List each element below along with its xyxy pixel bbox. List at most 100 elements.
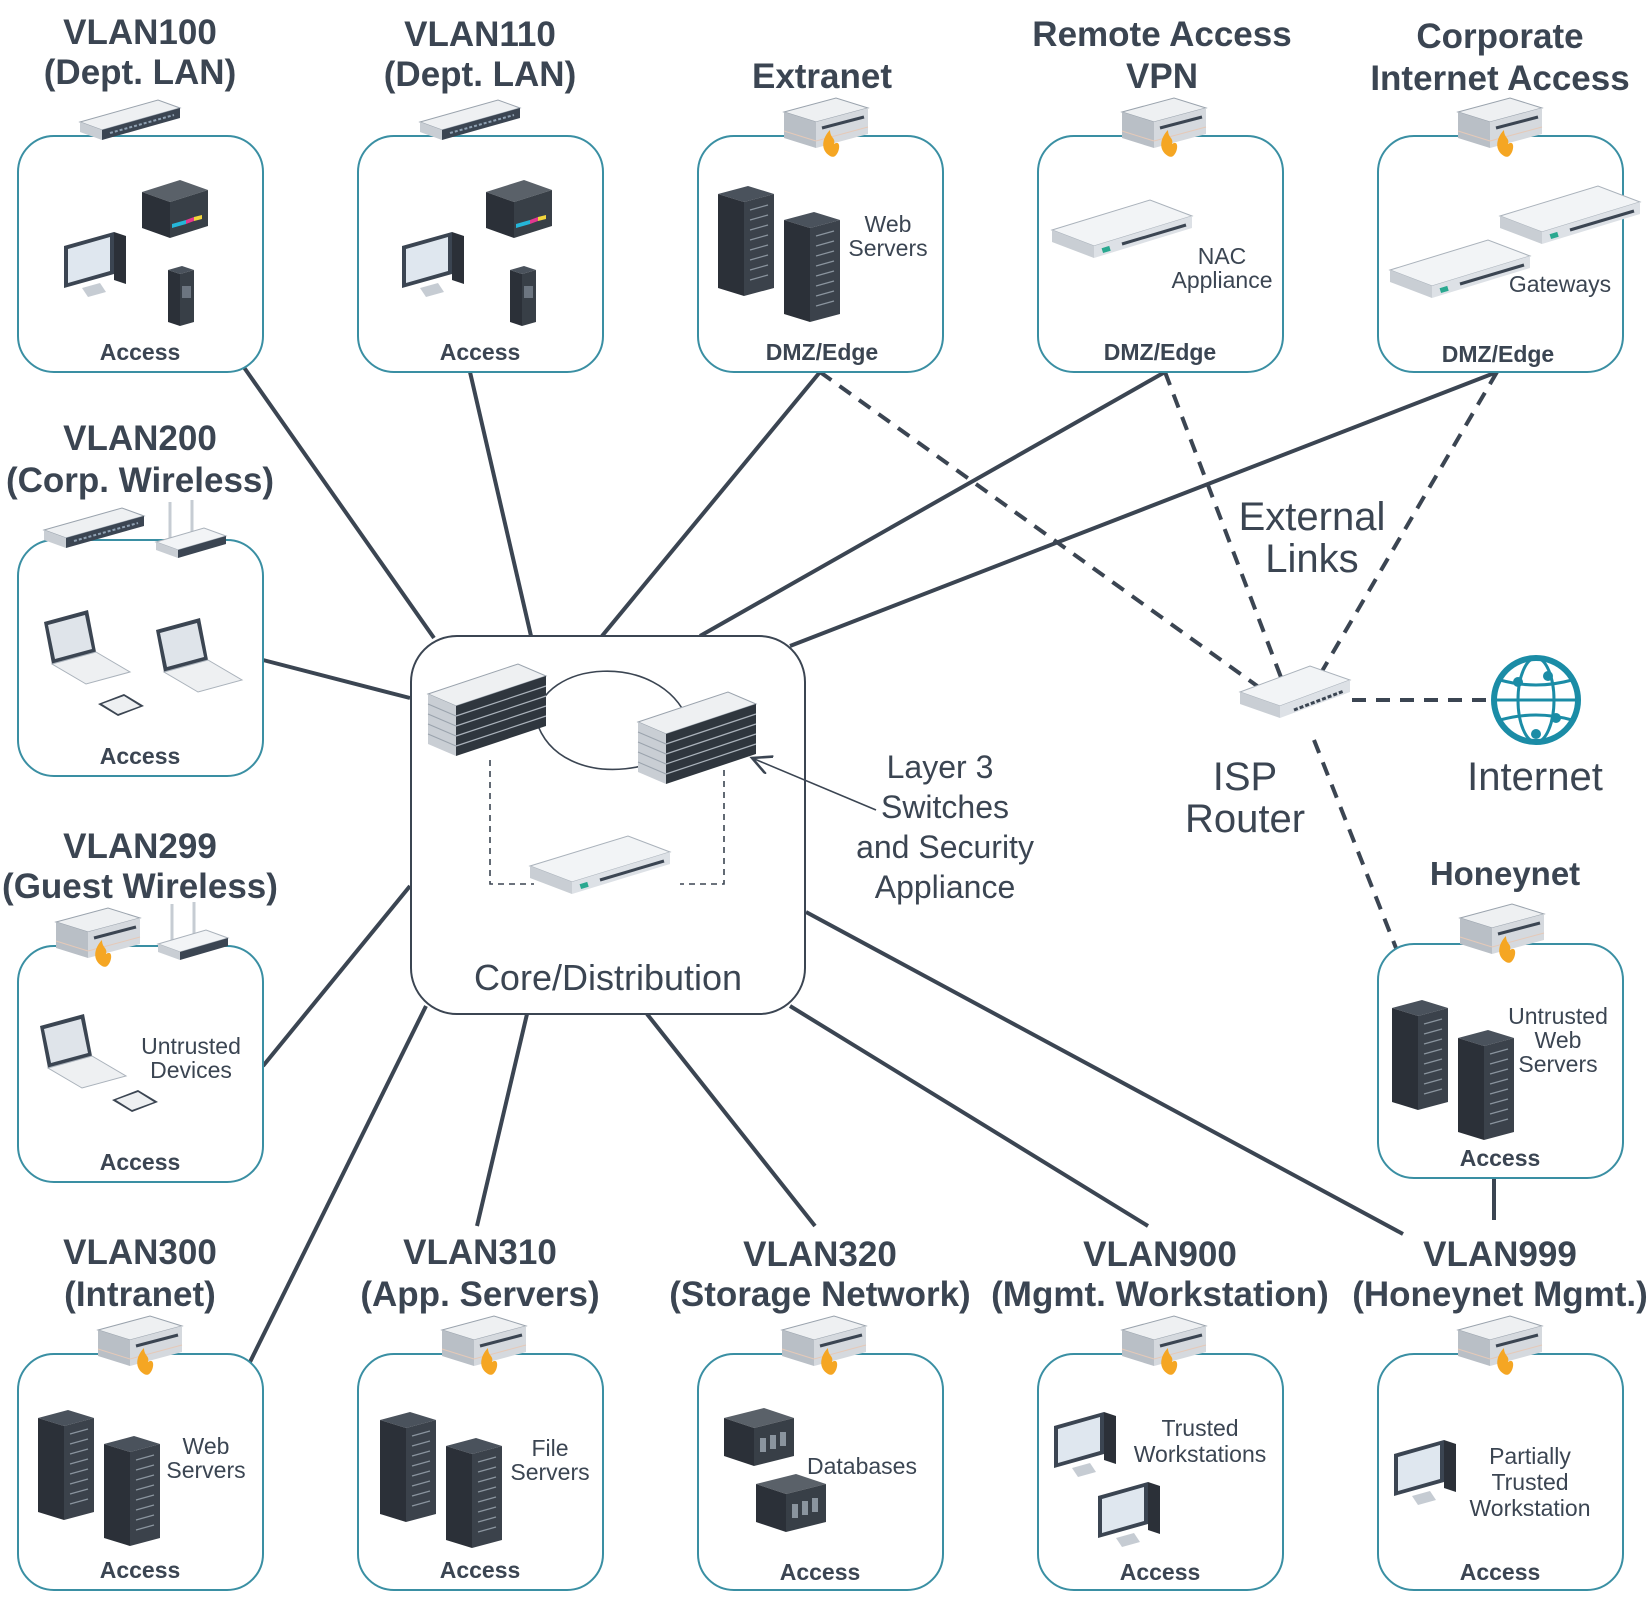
zone-vlan320: VLAN320 (Storage Network) Databases Acce…	[669, 1235, 971, 1591]
zone-corporate-internet-access: Corporate Internet Access Gateways DMZ/E…	[1370, 17, 1642, 373]
zone-title-line2: (Guest Wireless)	[2, 867, 278, 906]
zone-vlan100: VLAN100 (Dept. LAN) Access	[17, 13, 264, 373]
internet: Internet	[1467, 655, 1603, 799]
phone-icon	[510, 266, 536, 326]
zone-vlan299: VLAN299 (Guest Wireless) Untrusted Devic…	[2, 827, 278, 1183]
core-callout: Layer 3 Switches and Security Appliance	[752, 749, 1034, 905]
zone-desc: Databases	[807, 1453, 917, 1479]
zone-desc-line2: Appliance	[1171, 267, 1272, 293]
zone-desc-line1: Web	[183, 1433, 230, 1459]
callout-line1: Layer 3	[887, 749, 994, 785]
isp-router-line2: Router	[1185, 797, 1305, 841]
zone-vlan110: VLAN110 (Dept. LAN) Access	[357, 15, 604, 373]
server-icon	[1391, 999, 1449, 1111]
zone-desc-line1: Web	[865, 211, 912, 237]
zone-title-line2: (Intranet)	[64, 1275, 216, 1314]
solid-links	[241, 364, 1498, 1363]
internet-label: Internet	[1467, 755, 1603, 799]
zone-type-label: DMZ/Edge	[1104, 339, 1216, 365]
zone-title: Honeynet	[1430, 855, 1580, 892]
zone-title-line2: (Mgmt. Workstation)	[991, 1275, 1329, 1314]
zone-vlan900: VLAN900 (Mgmt. Workstation) Trusted Work…	[991, 1235, 1329, 1591]
zone-title-line1: VLAN110	[404, 15, 556, 54]
zone-title-line2: (App. Servers)	[360, 1275, 599, 1314]
zone-title-line1: VLAN299	[63, 827, 217, 866]
zone-title-line2: VPN	[1126, 57, 1198, 96]
zone-desc-line2: Servers	[166, 1457, 245, 1483]
core-label: Core/Distribution	[474, 957, 742, 998]
zone-title-line2: (Honeynet Mgmt.)	[1352, 1275, 1648, 1314]
zone-title-line2: (Corp. Wireless)	[6, 461, 274, 500]
zone-title-line1: VLAN100	[63, 13, 217, 52]
zone-title-line1: Remote Access	[1032, 15, 1291, 54]
server-icon	[379, 1411, 437, 1523]
external-links-label: External Links	[1239, 495, 1386, 581]
zone-title-line1: VLAN300	[63, 1233, 217, 1272]
zone-desc-line2: Trusted	[1491, 1469, 1568, 1495]
server-icon	[717, 185, 775, 297]
zone-desc-line1: Untrusted	[141, 1033, 241, 1059]
zone-desc-line1: Untrusted	[1508, 1003, 1608, 1029]
server-icon	[103, 1435, 161, 1547]
zone-desc-line3: Servers	[1518, 1051, 1597, 1077]
zone-type-label: DMZ/Edge	[766, 339, 878, 365]
zone-title-line2: (Storage Network)	[669, 1275, 970, 1314]
zone-type-label: Access	[1460, 1559, 1541, 1585]
zone-desc-line1: Trusted	[1161, 1415, 1238, 1441]
zone-desc-line2: Devices	[150, 1057, 232, 1083]
zone-type-label: Access	[1120, 1559, 1201, 1585]
storage-icon	[724, 1408, 794, 1466]
zone-title-line1: VLAN900	[1083, 1235, 1237, 1274]
phone-icon	[168, 266, 194, 326]
zone-desc-line3: Workstation	[1469, 1495, 1590, 1521]
globe-icon	[1491, 655, 1581, 745]
zone-vlan300: VLAN300 (Intranet) Web Servers Access	[17, 1233, 264, 1591]
zone-desc-line1: Partially	[1489, 1443, 1571, 1469]
external-links-line2: Links	[1265, 537, 1358, 581]
zone-remote-access-vpn: Remote Access VPN NAC Appliance DMZ/Edge	[1032, 15, 1292, 373]
zone-vlan999: VLAN999 (Honeynet Mgmt.) Partially Trust…	[1352, 1235, 1648, 1591]
server-icon	[1457, 1029, 1515, 1141]
storage-icon	[756, 1474, 826, 1532]
zone-type-label: Access	[100, 1149, 181, 1175]
zone-desc-line1: File	[531, 1435, 568, 1461]
core-distribution: Core/Distribution	[410, 635, 806, 1015]
zone-desc-line1: NAC	[1198, 243, 1247, 269]
server-icon	[783, 211, 841, 323]
zone-title-line1: VLAN320	[743, 1235, 897, 1274]
zone-type-label: Access	[100, 743, 181, 769]
zone-type-label: Access	[780, 1559, 861, 1585]
zone-title-line1: VLAN310	[403, 1233, 557, 1272]
external-dashed-links	[818, 370, 1499, 949]
zone-desc: Gateways	[1509, 271, 1611, 297]
zone-type-label: Access	[100, 339, 181, 365]
zone-title-line1: VLAN999	[1423, 1235, 1577, 1274]
server-icon	[37, 1409, 95, 1521]
zone-title: Extranet	[752, 57, 892, 96]
zone-type-label: Access	[440, 1557, 521, 1583]
zone-desc-line2: Servers	[848, 235, 927, 261]
zone-title-line2: (Dept. LAN)	[384, 55, 576, 94]
callout-line4: Appliance	[875, 869, 1016, 905]
callout-line3: and Security	[856, 829, 1034, 865]
zone-type-label: DMZ/Edge	[1442, 341, 1554, 367]
router-icon	[1238, 664, 1352, 720]
external-links-line1: External	[1239, 495, 1386, 539]
isp-router-line1: ISP	[1213, 755, 1277, 799]
zone-desc-line2: Workstations	[1134, 1441, 1267, 1467]
switch-icon	[419, 99, 521, 141]
switch-icon	[79, 99, 181, 141]
zone-vlan310: VLAN310 (App. Servers) File Servers Acce…	[357, 1233, 604, 1591]
zone-title-line1: VLAN200	[63, 419, 217, 458]
zone-honeynet: Honeynet Untrusted Web Servers Access	[1377, 855, 1624, 1179]
zone-desc-line2: Web	[1535, 1027, 1582, 1053]
zone-type-label: Access	[100, 1557, 181, 1583]
isp-router: ISP Router	[1185, 664, 1352, 841]
zone-type-label: Access	[440, 339, 521, 365]
zone-vlan200: VLAN200 (Corp. Wireless) Access	[6, 419, 274, 777]
zone-title-line1: Corporate	[1416, 17, 1583, 56]
server-icon	[445, 1437, 503, 1549]
zone-desc-line2: Servers	[510, 1459, 589, 1485]
callout-line2: Switches	[881, 789, 1009, 825]
